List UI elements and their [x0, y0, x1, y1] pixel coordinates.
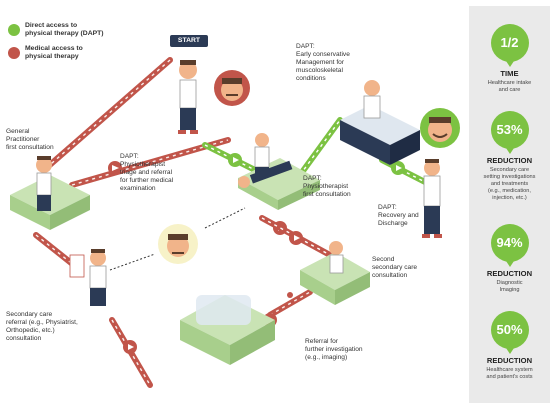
stat-imaging-title: REDUCTION — [486, 269, 533, 278]
happy-face-icon — [420, 108, 460, 148]
red-dot-icon — [8, 47, 20, 59]
stat-imaging-circle: 94% — [490, 224, 529, 267]
stat-secondary-care: 53% REDUCTION Secondary care setting inv… — [469, 111, 550, 202]
second-consult-patient — [329, 241, 344, 274]
label-second-secondary: Second secondary care consultation — [372, 256, 418, 279]
stat-secondary-care-title: REDUCTION — [486, 156, 533, 165]
pathway-diagram — [10, 57, 460, 388]
recovered-patient — [422, 159, 442, 238]
stat-costs-circle: 50% — [490, 311, 529, 354]
doctor-early — [363, 80, 381, 119]
stats-panel: 1/2 TIME Healthcare intake and care 53% … — [469, 6, 550, 403]
label-dapt-triage: DAPT: Physiotherapist triage and referra… — [120, 153, 174, 192]
label-gp: General Practitioner first consultation — [6, 128, 54, 151]
label-secondary-referral: Secondary care referral (e.g., Physiatri… — [6, 311, 78, 342]
gp-patient — [36, 156, 52, 211]
legend-medical-label: Medical access to physical therapy — [25, 45, 83, 60]
stat-time-circle: 1/2 — [490, 24, 529, 67]
stat-costs-title: REDUCTION — [486, 356, 533, 365]
label-referral-investigation: Referral for further investigation (e.g.… — [305, 338, 363, 361]
label-dapt-early: DAPT: Early conservative Management for … — [296, 43, 350, 82]
legend-direct-label: Direct access to physical therapy (DAPT) — [25, 22, 104, 37]
start-patient — [178, 60, 198, 134]
stat-time: 1/2 TIME Healthcare intake and care — [469, 24, 550, 94]
green-dot-icon — [8, 24, 20, 36]
stat-imaging-subtitle: Diagnostic Imaging — [496, 280, 523, 293]
legend-direct: Direct access to physical therapy (DAPT) — [8, 22, 104, 38]
legend: Direct access to physical therapy (DAPT)… — [8, 22, 104, 68]
sad-face-icon — [214, 70, 250, 106]
stat-secondary-care-circle: 53% — [490, 111, 529, 154]
path-start-to-gp — [41, 57, 173, 173]
physio-therapist — [254, 133, 270, 175]
lying-patient — [238, 160, 293, 188]
stat-time-subtitle: Healthcare intake and care — [487, 80, 532, 93]
secondary-patient — [69, 249, 107, 306]
start-badge: START — [170, 35, 208, 47]
stat-costs: 50% REDUCTION Healthcare system and pati… — [469, 311, 550, 381]
label-dapt-recovery: DAPT: Recovery and Discharge — [378, 204, 419, 227]
label-dapt-first: DAPT: Physiotherapist first consultation — [303, 175, 351, 198]
stat-costs-subtitle: Healthcare system and patient's costs — [486, 367, 533, 380]
stat-time-title: TIME — [500, 69, 519, 78]
dapt-early-desk — [340, 105, 420, 165]
imaging-scanner — [180, 295, 275, 365]
stat-secondary-care-subtitle: Secondary care setting investigations an… — [483, 167, 536, 201]
triage-face-icon — [158, 224, 198, 264]
stat-imaging: 94% REDUCTION Diagnostic Imaging — [469, 224, 550, 294]
legend-medical: Medical access to physical therapy — [8, 45, 104, 61]
